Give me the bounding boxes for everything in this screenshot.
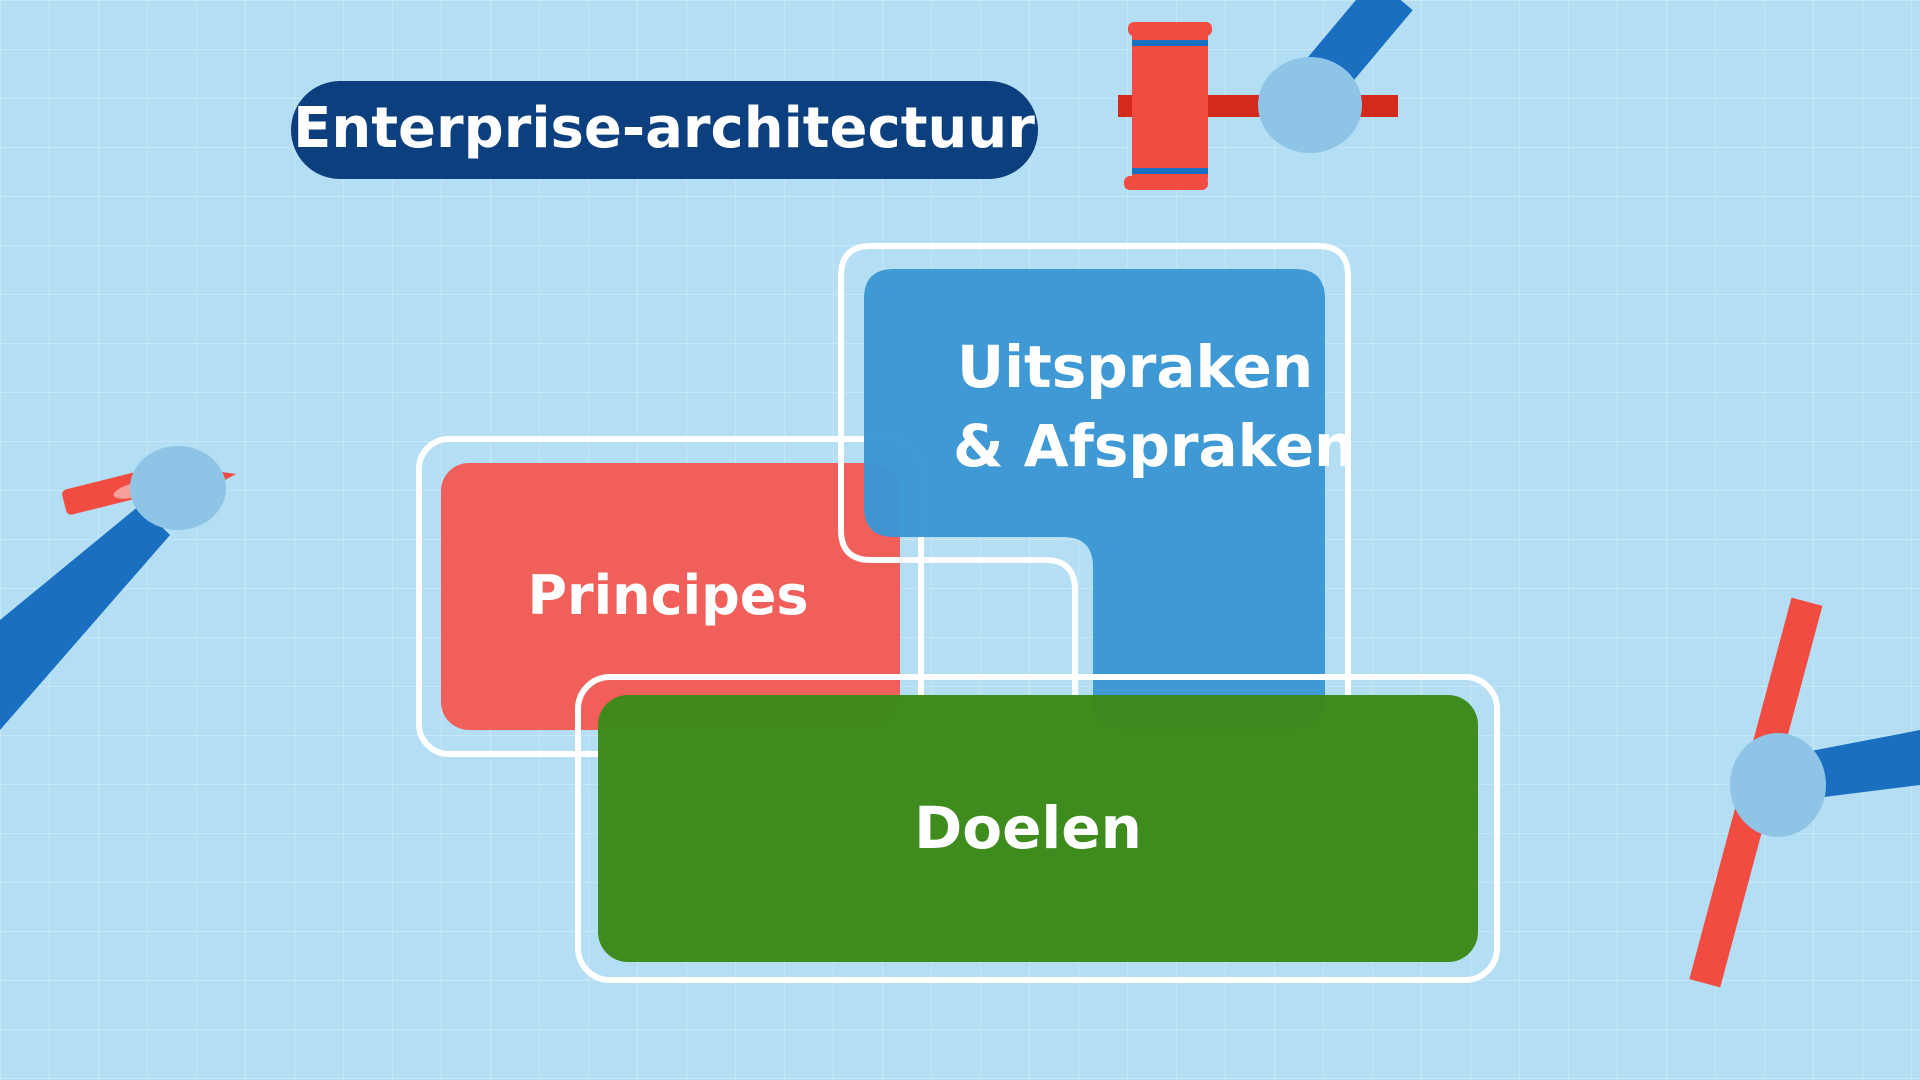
ruler-illustration — [1689, 597, 1920, 988]
principes-label: Principes — [527, 564, 808, 627]
title-badge: Enterprise-architectuur — [291, 81, 1038, 179]
doelen-block: Doelen — [575, 674, 1500, 983]
hammer-illustration — [1118, 0, 1413, 190]
uitspraken-label-line1: Uitspraken — [957, 333, 1313, 401]
doelen-label: Doelen — [914, 794, 1142, 862]
uitspraken-label-line2: & Afspraken — [953, 412, 1355, 480]
principes-block: Principes — [416, 436, 924, 757]
page-title: Enterprise-architectuur — [293, 96, 1035, 161]
marker-illustration — [0, 446, 236, 730]
